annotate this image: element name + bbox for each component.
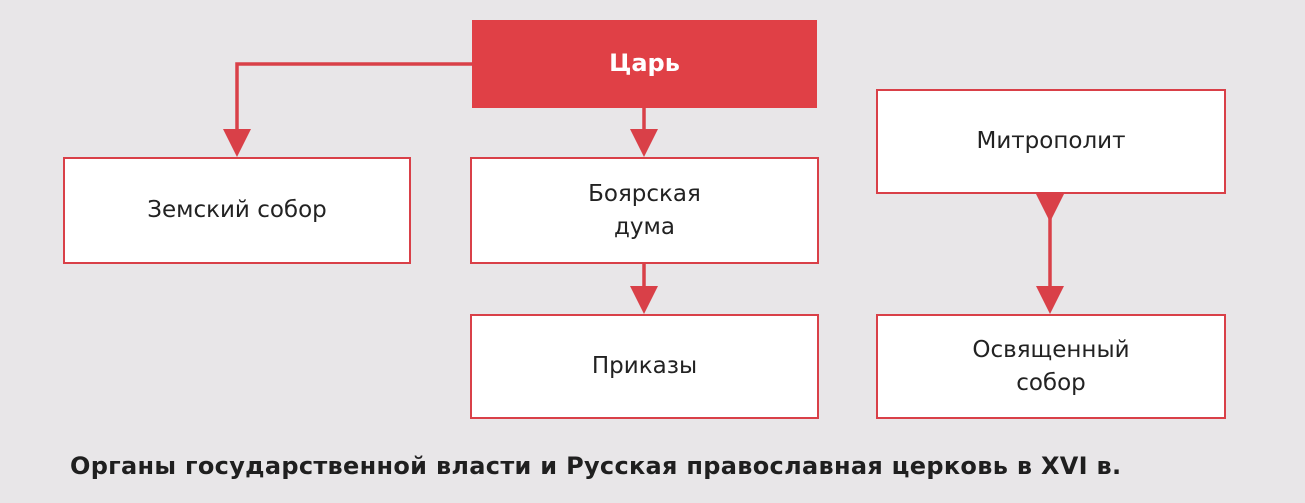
node-tsar-label: Царь [609,49,680,78]
node-holy-council-label: Освященный собор [972,337,1130,396]
node-holy-council: Освященный собор [876,314,1226,419]
node-boyar-duma-label: Боярская дума [588,181,701,240]
node-metropolitan: Митрополит [876,89,1226,194]
node-zemsky-sobor-label: Земский собор [147,197,327,224]
node-prikazy: Приказы [470,314,819,419]
node-boyar-duma: Боярская дума [470,157,819,264]
node-prikazy-label: Приказы [591,353,698,380]
node-tsar: Царь [472,20,817,108]
node-zemsky-sobor: Земский собор [63,157,411,264]
connector-arrows [223,62,1064,314]
node-metropolitan-label: Митрополит [976,128,1126,155]
arrow-tsar-to-zemsky-sobor [223,62,472,157]
diagram-caption: Органы государственной власти и Русская … [70,452,1122,480]
